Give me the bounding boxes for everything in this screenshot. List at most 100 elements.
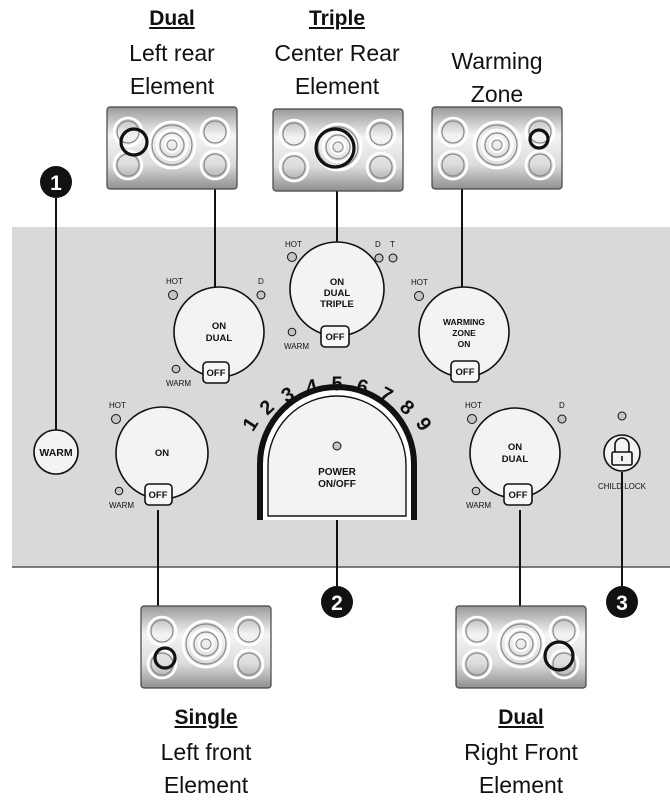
warming-off-button[interactable]: OFF	[450, 360, 480, 383]
knob-warming-line3: ON	[458, 339, 471, 349]
highlighted-burner	[543, 640, 575, 672]
hot-indicator	[111, 414, 121, 424]
cooktop-left-front	[140, 605, 272, 689]
caption-center-rear-line2: Element	[294, 73, 380, 99]
knob-center-rear-line2: DUAL	[324, 288, 351, 299]
hot-indicator	[287, 252, 297, 262]
hot-indicator	[414, 291, 424, 301]
caption-left-front-line1: Left front	[160, 739, 252, 765]
triple-indicator	[388, 253, 398, 263]
child-lock-indicator	[617, 411, 627, 421]
caption-left-rear-type: Dual	[149, 7, 195, 30]
warm-indicator	[471, 486, 481, 496]
padlock-icon	[611, 437, 633, 466]
cooktop-left-rear	[106, 106, 238, 190]
caption-warming-line2: Zone	[470, 81, 524, 107]
caption-right-front-line1: Right Front	[464, 739, 578, 765]
callout-1: 1	[40, 166, 72, 198]
knob-right-front-warm-label: WARM	[466, 501, 491, 510]
child-lock: CHILD LOCK	[598, 411, 647, 491]
knob-left-front-hot-label: HOT	[109, 401, 126, 410]
left-rear-off-button[interactable]: OFF	[202, 361, 230, 384]
knob-right-front-line1: ON	[508, 442, 522, 453]
warm-indicator	[171, 364, 181, 374]
callout-2-number: 2	[331, 592, 343, 615]
callout-3-number: 3	[616, 592, 628, 615]
highlighted-burner	[528, 128, 550, 150]
caption-left-front-type: Single	[174, 706, 238, 729]
child-lock-label: CHILD LOCK	[598, 482, 647, 491]
left-front-off-button[interactable]: OFF	[144, 483, 173, 506]
caption-right-front-type: Dual	[498, 706, 544, 729]
hot-indicator	[168, 290, 178, 300]
caption-center-rear-line1: Center Rear	[274, 40, 400, 66]
caption-center-rear-type: Triple	[308, 7, 366, 30]
caption-right-front: Dual Right Front Element	[436, 706, 606, 801]
knob-left-rear-line2: DUAL	[206, 333, 233, 344]
knob-left-rear-line1: ON	[212, 321, 226, 332]
knob-left-rear-hot-label: HOT	[166, 277, 183, 286]
knob-center-rear-line1: ON	[330, 277, 344, 288]
knob-center-rear-d-label: D	[375, 240, 381, 249]
callout-2: 2	[321, 586, 353, 618]
warm-indicator	[114, 486, 124, 496]
knob-left-rear-warm-label: WARM	[166, 379, 191, 388]
power-on-off-button[interactable]	[267, 395, 407, 517]
dual-indicator	[557, 414, 567, 424]
child-lock-button[interactable]	[603, 434, 641, 472]
cooktop-warming-zone	[431, 106, 563, 190]
off-button-label: OFF	[207, 368, 226, 379]
knob-center-rear-warm-label: WARM	[284, 342, 309, 351]
power-level-5: 5	[331, 374, 342, 396]
right-front-off-button[interactable]: OFF	[503, 483, 533, 506]
caption-right-front-line2: Element	[478, 772, 564, 798]
knob-right-front: ON DUAL HOT D WARM OFF	[465, 401, 567, 510]
knob-left-front-warm-label: WARM	[109, 501, 134, 510]
knob-center-rear-line3: TRIPLE	[320, 299, 354, 310]
knob-warming-line2: ZONE	[452, 328, 476, 338]
caption-left-rear: Dual Left rear Element	[102, 7, 242, 103]
caption-left-front-line2: Element	[163, 772, 249, 798]
knob-left-rear: ON DUAL HOT D WARM OFF	[166, 277, 266, 388]
highlighted-burner	[153, 646, 177, 670]
off-button-label: OFF	[456, 367, 475, 378]
knob-warming-hot-label: HOT	[411, 278, 428, 287]
knob-center-rear: ON DUAL TRIPLE HOT D T WARM OFF	[284, 240, 398, 351]
dual-indicator	[374, 253, 384, 263]
warm-indicator	[287, 327, 297, 337]
hot-indicator	[467, 414, 477, 424]
knob-left-front-line1: ON	[155, 448, 169, 459]
caption-left-rear-line2: Element	[129, 73, 215, 99]
knob-warming-line1: WARMING	[443, 317, 485, 327]
knob-left-front: ON HOT WARM OFF	[109, 401, 209, 510]
power-label-line1: POWER	[318, 467, 357, 478]
highlighted-burner	[119, 127, 149, 157]
off-button-label: OFF	[326, 332, 345, 343]
highlighted-burner	[314, 127, 356, 169]
caption-warming-line1: Warming	[451, 48, 543, 74]
off-button-label: OFF	[509, 490, 528, 501]
power-level-6: 6	[354, 375, 370, 399]
knob-center-rear-t-label: T	[390, 240, 395, 249]
callout-3: 3	[606, 586, 638, 618]
power-label-line2: ON/OFF	[318, 479, 356, 490]
knob-right-front-line2: DUAL	[502, 454, 529, 465]
off-button-label: OFF	[149, 490, 168, 501]
knob-left-rear-d-label: D	[258, 277, 264, 286]
knob-right-front-d-label: D	[559, 401, 565, 410]
knob-warming-zone: WARMING ZONE ON HOT OFF	[411, 278, 510, 383]
caption-warming: Warming Zone	[427, 45, 567, 111]
power-indicator	[332, 441, 342, 451]
knob-right-front-hot-label: HOT	[465, 401, 482, 410]
dual-indicator	[256, 290, 266, 300]
caption-left-rear-line1: Left rear	[129, 40, 215, 66]
warm-button[interactable]: WARM	[33, 429, 79, 475]
knob-center-rear-hot-label: HOT	[285, 240, 302, 249]
center-rear-off-button[interactable]: OFF	[320, 325, 350, 348]
warm-button-label: WARM	[39, 447, 72, 459]
caption-left-front: Single Left front Element	[121, 706, 291, 801]
cooktop-center-rear	[272, 108, 404, 192]
